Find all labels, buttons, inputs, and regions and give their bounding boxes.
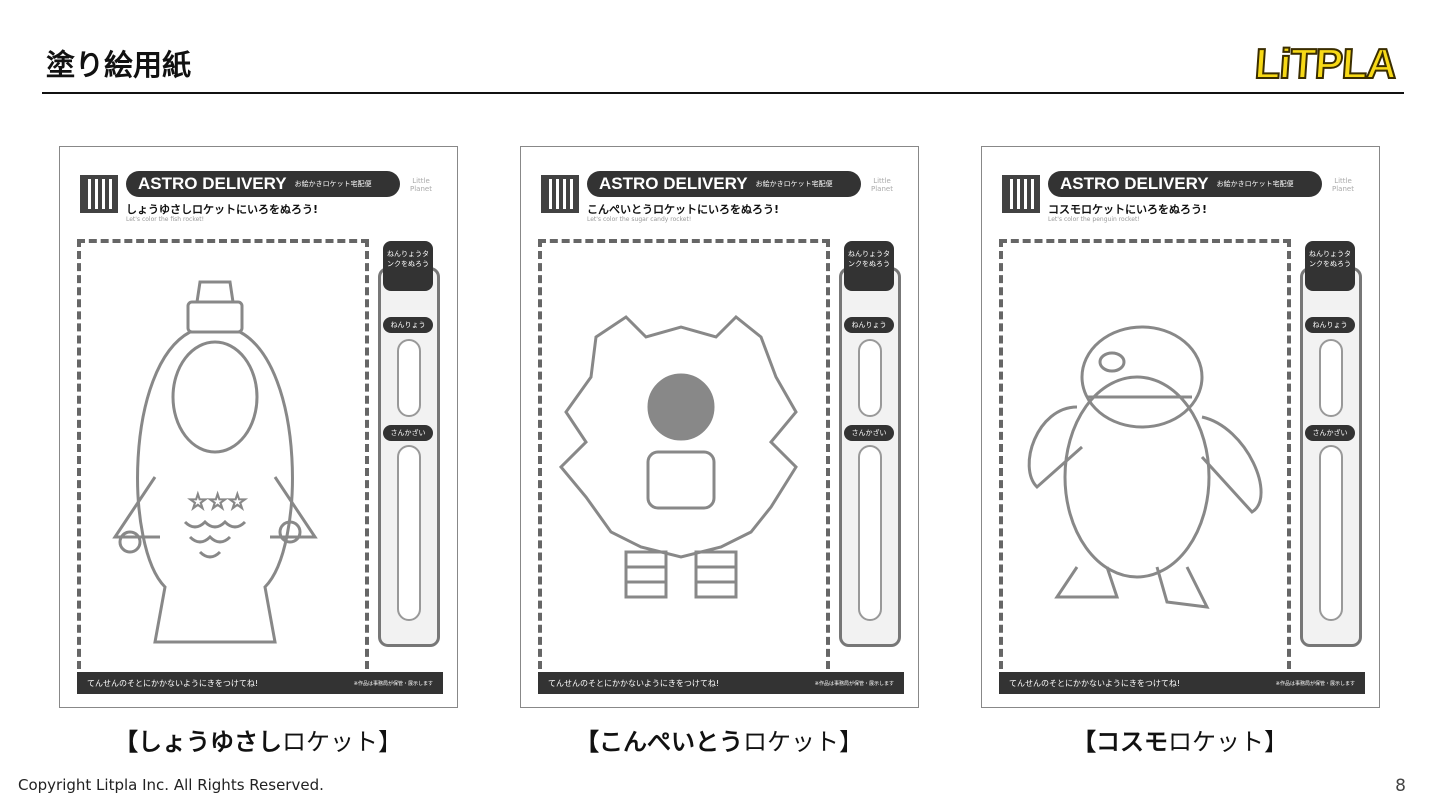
tag-tank: ねんりょうタンクをぬろう (383, 241, 433, 291)
footer-note: てんせんのそとにかかないようにきをつけてね! (548, 678, 720, 688)
fuel-gauge (1319, 339, 1343, 417)
tag-fuel: ねんりょう (383, 317, 433, 333)
label-normal: ロケット】 (282, 728, 402, 756)
planet-logo: Little Planet (1332, 177, 1354, 193)
label-bold: 【こんぺいとう (575, 728, 743, 756)
sheet-banner: ASTRO DELIVERY お絵かきロケット宅配便 (126, 171, 400, 197)
sheet-label: 【コスモロケット】 (980, 722, 1380, 757)
label-bold: 【コスモ (1072, 728, 1168, 756)
sheet-footer: てんせんのそとにかかないようにきをつけてね! ※作品は事務局が保管・展示します (999, 672, 1365, 694)
banner-title: ASTRO DELIVERY (1060, 174, 1209, 193)
planet-logo: Little Planet (410, 177, 432, 193)
rocket-illustration: ☆☆☆ (85, 247, 355, 671)
fuel-gauge (397, 339, 421, 417)
coloring-sheet: ASTRO DELIVERY お絵かきロケット宅配便 しょうゆさしロケットにいろを… (59, 146, 458, 708)
tag-tank: ねんりょうタンクをぬろう (1305, 241, 1355, 291)
footer-small: ※作品は事務局が保管・展示します (814, 680, 894, 687)
oxidizer-gauge (1319, 445, 1343, 621)
tag-oxidizer: さんかざい (844, 425, 894, 441)
rocket-illustration (1007, 247, 1277, 671)
qr-code (80, 175, 118, 213)
label-normal: ロケット】 (1168, 728, 1288, 756)
sheet-footer: てんせんのそとにかかないようにきをつけてね! ※作品は事務局が保管・展示します (538, 672, 904, 694)
sheet-subtitle-en: Let's color the fish rocket! (126, 216, 205, 223)
sheet-footer: てんせんのそとにかかないようにきをつけてね! ※作品は事務局が保管・展示します (77, 672, 443, 694)
copyright: Copyright Litpla Inc. All Rights Reserve… (18, 776, 324, 794)
fuel-gauge (858, 339, 882, 417)
qr-code (541, 175, 579, 213)
sheet-label: 【こんぺいとうロケット】 (519, 722, 919, 757)
sheet-subtitle-en: Let's color the sugar candy rocket! (587, 216, 692, 223)
banner-title: ASTRO DELIVERY (138, 174, 287, 193)
banner-subtitle: お絵かきロケット宅配便 (1216, 180, 1294, 188)
svg-text:☆☆☆: ☆☆☆ (188, 490, 247, 515)
banner-subtitle: お絵かきロケット宅配便 (755, 180, 833, 188)
rocket-illustration (546, 247, 816, 671)
footer-note: てんせんのそとにかかないようにきをつけてね! (87, 678, 259, 688)
banner-title: ASTRO DELIVERY (599, 174, 748, 193)
page-number: 8 (1395, 776, 1406, 796)
header-divider (42, 92, 1404, 94)
tag-oxidizer: さんかざい (383, 425, 433, 441)
footer-small: ※作品は事務局が保管・展示します (353, 680, 433, 687)
sheet-banner: ASTRO DELIVERY お絵かきロケット宅配便 (587, 171, 861, 197)
sheet-subtitle: コスモロケットにいろをぬろう! (1048, 203, 1208, 216)
qr-code (1002, 175, 1040, 213)
tag-fuel: ねんりょう (1305, 317, 1355, 333)
label-bold: 【しょうゆさし (114, 728, 282, 756)
oxidizer-gauge (397, 445, 421, 621)
sheet-banner: ASTRO DELIVERY お絵かきロケット宅配便 (1048, 171, 1322, 197)
planet-logo: Little Planet (871, 177, 893, 193)
label-normal: ロケット】 (743, 728, 863, 756)
coloring-sheet: ASTRO DELIVERY お絵かきロケット宅配便 コスモロケットにいろをぬろう… (981, 146, 1380, 708)
tag-fuel: ねんりょう (844, 317, 894, 333)
tag-tank: ねんりょうタンクをぬろう (844, 241, 894, 291)
page-title: 塗り絵用紙 (46, 48, 192, 82)
drawing-area (77, 239, 369, 681)
drawing-area (999, 239, 1291, 681)
drawing-area (538, 239, 830, 681)
tag-oxidizer: さんかざい (1305, 425, 1355, 441)
banner-subtitle: お絵かきロケット宅配便 (294, 180, 372, 188)
sheet-subtitle-en: Let's color the penguin rocket! (1048, 216, 1140, 223)
footer-note: てんせんのそとにかかないようにきをつけてね! (1009, 678, 1181, 688)
coloring-sheet: ASTRO DELIVERY お絵かきロケット宅配便 こんぺいとうロケットにいろを… (520, 146, 919, 708)
footer-small: ※作品は事務局が保管・展示します (1275, 680, 1355, 687)
sheet-label: 【しょうゆさしロケット】 (58, 722, 458, 757)
litpla-logo: LiTPLA (1252, 39, 1398, 88)
sheet-subtitle: こんぺいとうロケットにいろをぬろう! (587, 203, 780, 216)
sheet-subtitle: しょうゆさしロケットにいろをぬろう! (126, 203, 319, 216)
oxidizer-gauge (858, 445, 882, 621)
